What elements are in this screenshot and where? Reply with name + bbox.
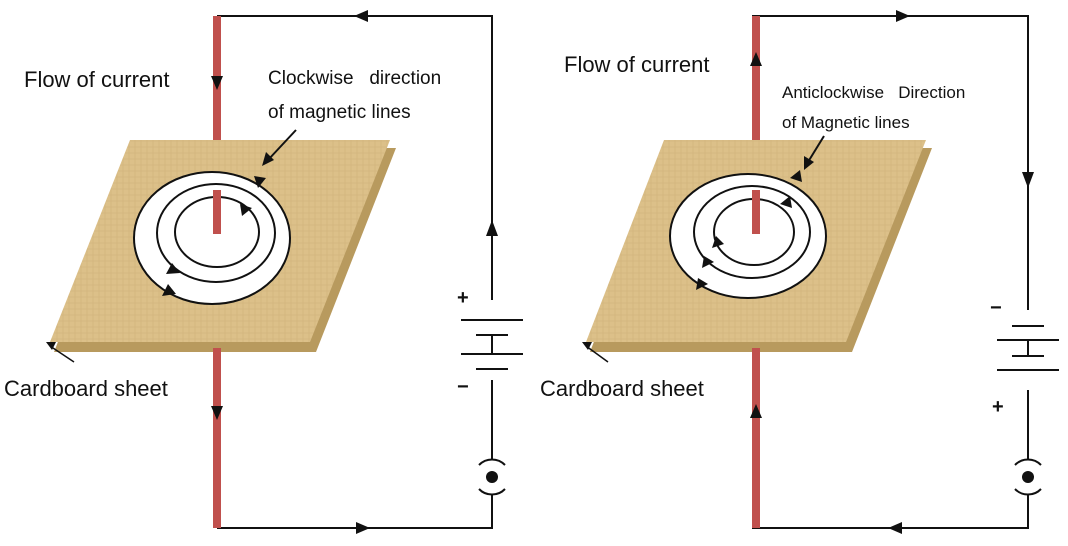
left-panel: + − bbox=[4, 10, 523, 534]
right-field-pointer-arrow bbox=[804, 156, 814, 170]
left-field-label-line1: Clockwise direction bbox=[268, 68, 441, 89]
right-panel: − + bbox=[540, 10, 1060, 534]
left-battery bbox=[460, 300, 523, 380]
left-conductor-upper bbox=[213, 16, 221, 234]
left-field-label-line2: of magnetic lines bbox=[268, 102, 411, 123]
right-conductor-upper bbox=[752, 16, 760, 234]
right-conductor-lower bbox=[752, 348, 760, 528]
right-sheet-pointer-arrow bbox=[582, 342, 592, 350]
left-conductor-center bbox=[213, 190, 221, 234]
right-magnetic-field bbox=[669, 170, 827, 299]
left-wire-arrow-right bbox=[486, 220, 498, 236]
left-wire-arrow-bottom bbox=[356, 522, 370, 534]
right-current-label: Flow of current bbox=[564, 52, 710, 77]
left-sheet-pointer-arrow bbox=[46, 342, 56, 350]
right-sheet-label: Cardboard sheet bbox=[540, 376, 704, 401]
right-current-arrow-top bbox=[750, 52, 762, 66]
right-conductor-center bbox=[752, 190, 760, 234]
left-current-label: Flow of current bbox=[24, 67, 170, 92]
right-battery bbox=[996, 310, 1060, 390]
left-sheet-label: Cardboard sheet bbox=[4, 376, 168, 401]
right-wire-arrow-right bbox=[1022, 172, 1034, 188]
left-current-arrow-bottom bbox=[211, 406, 223, 420]
right-field-label-line1: Anticlockwise Direction bbox=[782, 83, 965, 102]
left-field-pointer-arrow bbox=[262, 152, 274, 166]
right-current-arrow-bottom bbox=[750, 404, 762, 418]
left-battery-bottom-sign: − bbox=[457, 376, 469, 398]
left-wire-arrow-top bbox=[354, 10, 368, 22]
right-battery-top-sign: − bbox=[990, 297, 1002, 319]
left-conductor-lower bbox=[213, 348, 221, 528]
right-battery-bottom-sign: + bbox=[992, 396, 1004, 418]
right-field-label-line2: of Magnetic lines bbox=[782, 113, 910, 132]
left-magnetic-field bbox=[133, 171, 291, 305]
right-wire-arrow-top bbox=[896, 10, 910, 22]
left-battery-top-sign: + bbox=[457, 287, 469, 309]
right-wire-arrow-bottom bbox=[888, 522, 902, 534]
left-current-arrow-top bbox=[211, 76, 223, 90]
right-key-icon bbox=[1010, 458, 1046, 496]
left-key-icon bbox=[474, 458, 510, 496]
